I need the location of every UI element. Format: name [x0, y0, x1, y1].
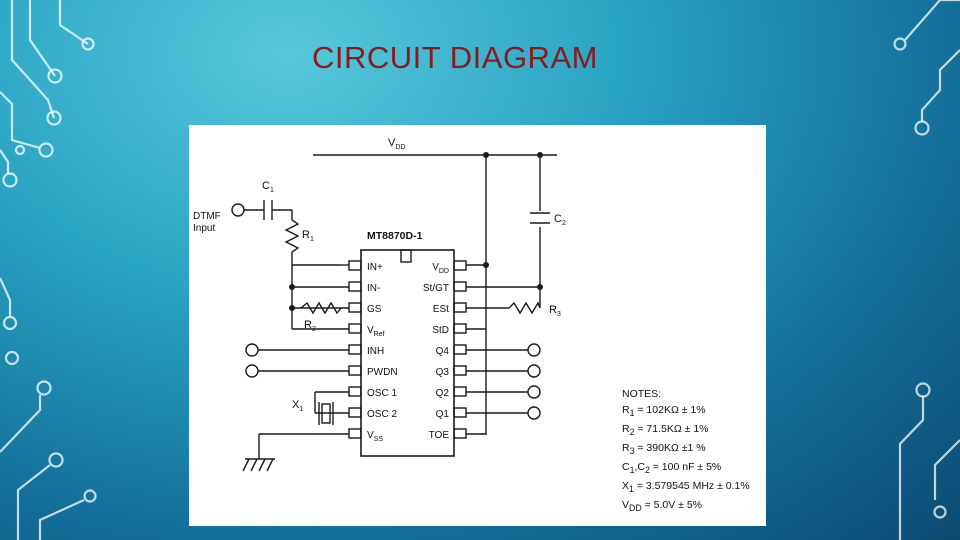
- chip-name-label: MT8870D-1: [367, 230, 423, 242]
- pin-label-left: IN-: [367, 283, 380, 294]
- schematic-panel: VDD DTMF Input C1 C2 R1 R2 R3 X1 MT8870D…: [189, 125, 766, 526]
- circuit-schematic: VDD DTMF Input C1 C2 R1 R2 R3 X1 MT8870D…: [193, 137, 566, 472]
- pin-label-left: OSC 1: [367, 388, 397, 399]
- left-pin-labels: IN+ IN- GS VRef INH PWDN OSC 1 OSC 2 VSS: [367, 262, 398, 443]
- dtmf-input-label-1: DTMF: [193, 211, 221, 222]
- pin-label-right: Q2: [436, 388, 450, 399]
- note-line: C1,C2 = 100 nF ± 5%: [622, 461, 722, 476]
- note-line: R1 = 102KΩ ± 1%: [622, 404, 706, 419]
- dtmf-input-label-2: Input: [193, 223, 215, 234]
- pin-label-left: OSC 2: [367, 409, 397, 420]
- pin-label-right: St/GT: [423, 283, 449, 294]
- pin-label-left: IN+: [367, 262, 383, 273]
- junction-dots: [289, 152, 543, 311]
- pin-label-left: VSS: [367, 430, 383, 443]
- pin-label-right: Q1: [436, 409, 450, 420]
- c1-label: C1: [262, 180, 274, 194]
- pin-label-right: ESt: [433, 304, 449, 315]
- note-line: X1 = 3.579545 MHz ± 0.1%: [622, 480, 750, 495]
- pin-label-right: StD: [432, 325, 449, 336]
- schematic-wires: [231, 154, 557, 472]
- pin-label-right: Q3: [436, 367, 450, 378]
- notes-heading: NOTES:: [622, 388, 662, 400]
- r2-label: R2: [304, 319, 316, 333]
- note-line: VDD = 5.0V ± 5%: [622, 499, 702, 514]
- pin-label-left: GS: [367, 304, 382, 315]
- pin-label-left: PWDN: [367, 367, 398, 378]
- pin-label-right: Q4: [436, 346, 450, 357]
- slide-title: CIRCUIT DIAGRAM: [312, 40, 598, 75]
- note-line: R3 = 390KΩ ±1 %: [622, 442, 706, 457]
- x1-label: X1: [292, 399, 303, 413]
- component-notes: NOTES: R1 = 102KΩ ± 1% R2 = 71.5KΩ ± 1% …: [622, 386, 750, 517]
- pin-label-left: VRef: [367, 325, 385, 338]
- pin-label-right: VDD: [432, 262, 449, 275]
- r3-label: R3: [549, 304, 561, 318]
- vdd-rail-label: VDD: [388, 137, 405, 151]
- note-line: R2 = 71.5KΩ ± 1%: [622, 423, 709, 438]
- r1-label: R1: [302, 229, 314, 243]
- pin-label-left: INH: [367, 346, 384, 357]
- right-pin-labels: VDD St/GT ESt StD Q4 Q3 Q2 Q1 TOE: [423, 262, 450, 441]
- pin-label-right: TOE: [429, 430, 450, 441]
- c2-label: C2: [554, 213, 566, 227]
